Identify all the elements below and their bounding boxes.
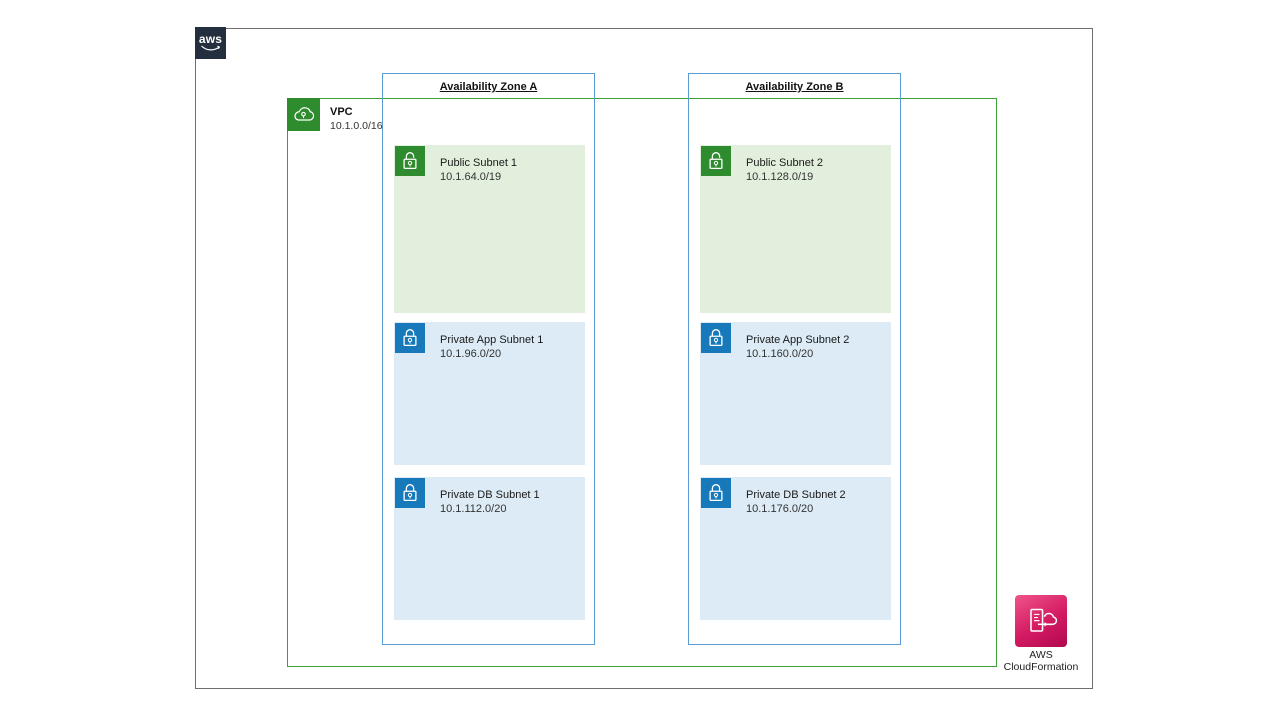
subnet-cidr: 10.1.160.0/20 (746, 348, 814, 360)
availability-zone-b: Availability Zone B Public Subnet 2 10.1… (688, 73, 901, 645)
private-db-subnet-2-label: Private DB Subnet 2 10.1.176.0/20 (746, 488, 846, 516)
aws-logo-text: aws (198, 32, 223, 46)
subnet-cidr: 10.1.96.0/20 (440, 348, 502, 360)
subnet-cidr: 10.1.112.0/20 (440, 503, 507, 515)
unlocked-padlock-icon (395, 146, 425, 176)
aws-smile-icon (200, 45, 220, 51)
cloudformation-label-line1: AWS (1029, 649, 1053, 661)
cloudformation-label-line2: CloudFormation (1003, 661, 1079, 673)
locked-padlock-icon (701, 323, 731, 353)
subnet-name: Private DB Subnet 2 (746, 489, 846, 501)
private-app-subnet-2: Private App Subnet 2 10.1.160.0/20 (700, 322, 891, 465)
subnet-name: Private DB Subnet 1 (440, 489, 540, 501)
availability-zone-a: Availability Zone A Public Subnet 1 10.1… (382, 73, 595, 645)
unlocked-padlock-icon (701, 146, 731, 176)
availability-zone-a-title: Availability Zone A (439, 81, 538, 93)
vpc-name: VPC (330, 106, 353, 118)
availability-zone-b-title: Availability Zone B (745, 81, 844, 93)
diagram-outer-border (195, 28, 1093, 689)
locked-padlock-icon (395, 323, 425, 353)
locked-padlock-icon (701, 478, 731, 508)
subnet-cidr: 10.1.64.0/19 (440, 171, 502, 183)
private-db-subnet-1-label: Private DB Subnet 1 10.1.112.0/20 (440, 488, 540, 516)
vpc-label: VPC 10.1.0.0/16 (330, 106, 383, 132)
public-subnet-2: Public Subnet 2 10.1.128.0/19 (700, 145, 891, 313)
private-app-subnet-1-label: Private App Subnet 1 10.1.96.0/20 (440, 333, 543, 361)
subnet-name: Public Subnet 2 (746, 157, 824, 169)
private-app-subnet-2-label: Private App Subnet 2 10.1.160.0/20 (746, 333, 849, 361)
vpc-cloud-icon (287, 98, 320, 131)
subnet-name: Public Subnet 1 (440, 157, 518, 169)
cloudformation-label: AWS CloudFormation (985, 649, 1097, 673)
subnet-cidr: 10.1.128.0/19 (746, 171, 814, 183)
public-subnet-1-label: Public Subnet 1 10.1.64.0/19 (440, 156, 517, 184)
public-subnet-1: Public Subnet 1 10.1.64.0/19 (394, 145, 585, 313)
private-app-subnet-1: Private App Subnet 1 10.1.96.0/20 (394, 322, 585, 465)
subnet-name: Private App Subnet 2 (746, 334, 850, 346)
private-db-subnet-2: Private DB Subnet 2 10.1.176.0/20 (700, 477, 891, 620)
subnet-name: Private App Subnet 1 (440, 334, 544, 346)
cloudformation-icon (1015, 595, 1067, 647)
private-db-subnet-1: Private DB Subnet 1 10.1.112.0/20 (394, 477, 585, 620)
locked-padlock-icon (395, 478, 425, 508)
public-subnet-2-label: Public Subnet 2 10.1.128.0/19 (746, 156, 823, 184)
vpc-boundary (287, 98, 997, 667)
aws-logo: aws (195, 27, 226, 59)
subnet-cidr: 10.1.176.0/20 (746, 503, 814, 515)
vpc-cidr: 10.1.0.0/16 (330, 120, 383, 132)
